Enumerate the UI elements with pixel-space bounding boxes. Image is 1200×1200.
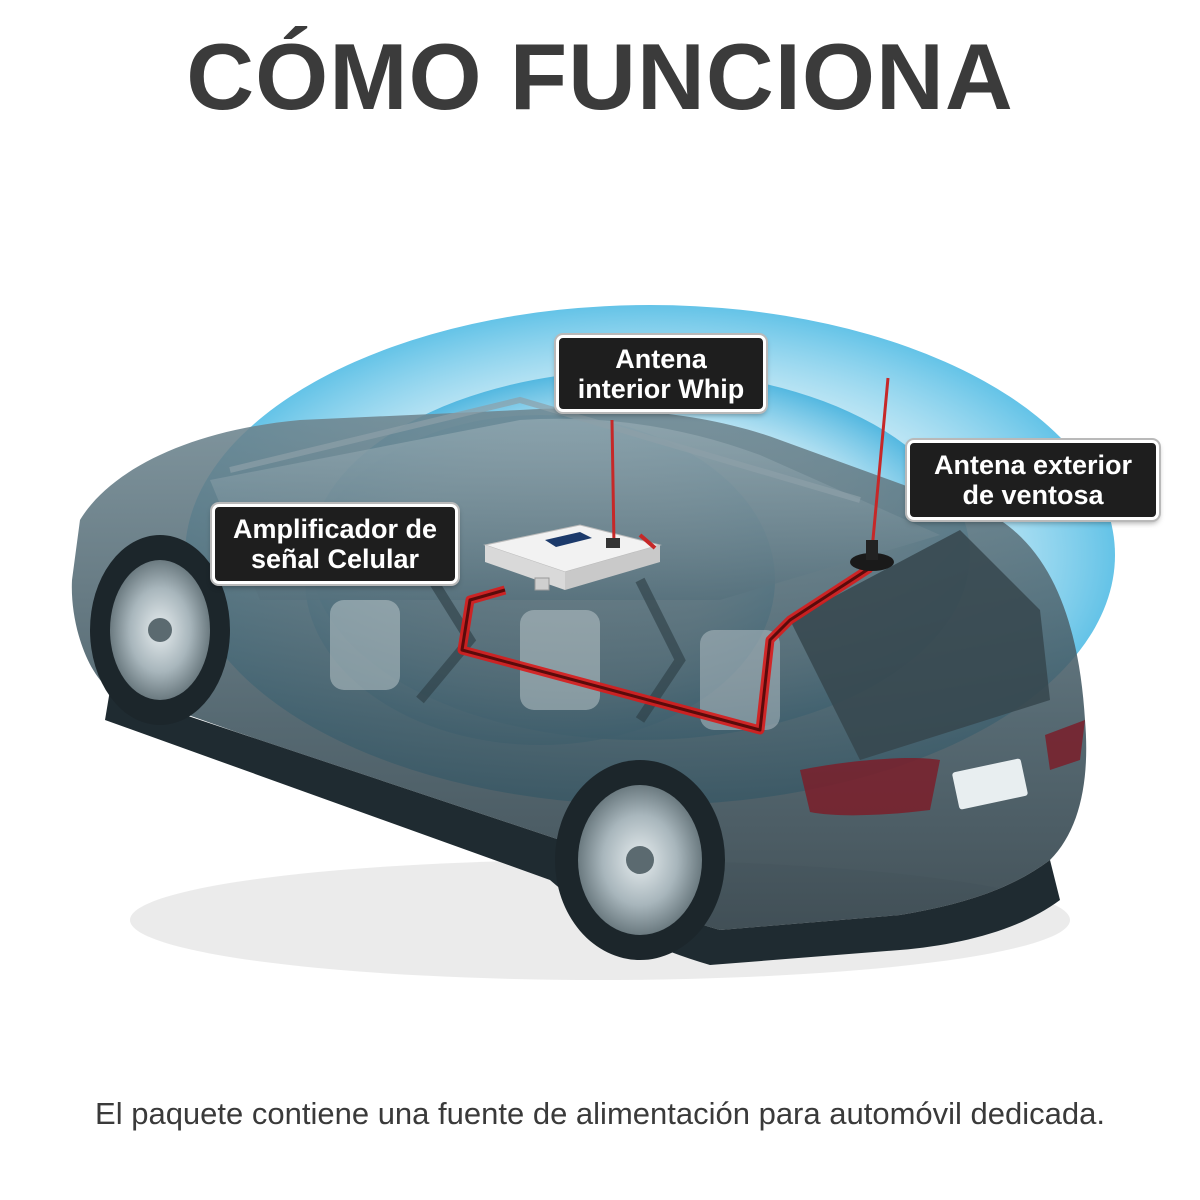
page-title: CÓMO FUNCIONA bbox=[186, 24, 1014, 129]
rear-wheel-icon bbox=[555, 760, 725, 960]
indoor-whip-antenna-icon bbox=[606, 419, 620, 548]
label-line: Antena bbox=[615, 343, 707, 374]
outdoor-suction-antenna-label: Antena exterior de ventosa bbox=[907, 440, 1159, 520]
label-line: Antena exterior bbox=[933, 450, 1133, 480]
signal-amplifier-label: Amplificador de señal Celular bbox=[212, 504, 458, 584]
label-line: señal Celular bbox=[250, 544, 420, 574]
signal-booster-icon bbox=[483, 524, 662, 591]
front-wheel-icon bbox=[90, 535, 230, 725]
label-line: de ventosa bbox=[962, 480, 1104, 510]
indoor-whip-antenna-label: Antena interior Whip bbox=[556, 335, 766, 412]
label-line: Amplificador de bbox=[232, 514, 438, 544]
label-line: interior Whip bbox=[577, 373, 745, 404]
outdoor-magnetic-antenna-icon bbox=[850, 377, 894, 571]
package-note: El paquete contiene una fuente de alimen… bbox=[95, 1096, 1105, 1131]
